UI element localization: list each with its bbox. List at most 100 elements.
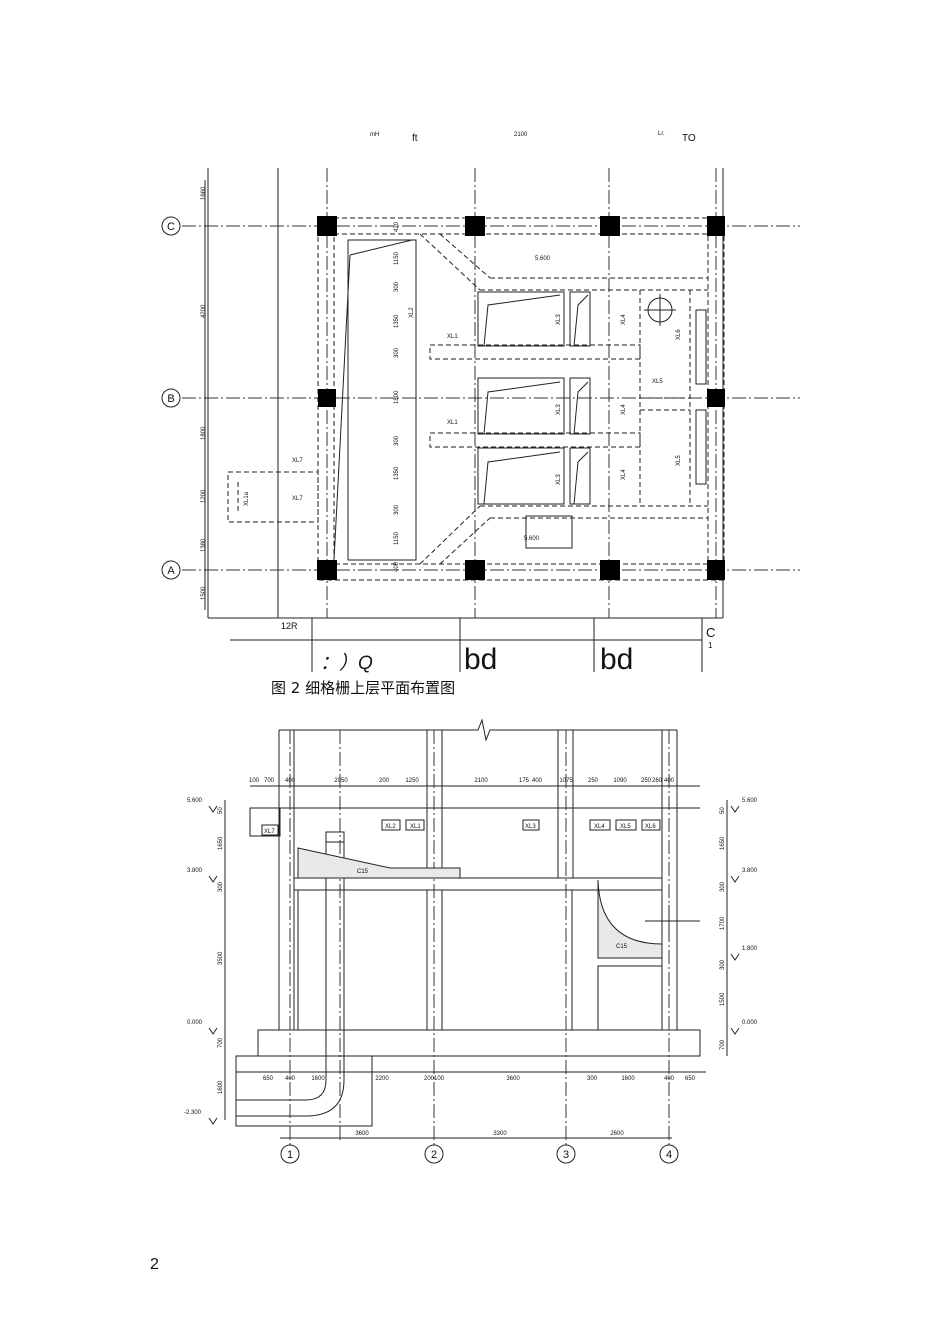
section-top-dim: 1075 — [559, 778, 573, 784]
section-left-vdim: 1600 — [218, 1080, 224, 1094]
plan-left-dim: 1200 — [201, 489, 207, 503]
section-top-dim: 175 — [519, 778, 530, 784]
section-bottom-dim: 400 — [285, 1076, 296, 1082]
section-bottom-dim: 200 — [424, 1076, 435, 1082]
section-axis-dim: 3300 — [493, 1131, 507, 1137]
level-left: 5.600 — [187, 798, 203, 804]
level-right: 5.600 — [742, 798, 758, 804]
beam-label: XL1a — [244, 491, 250, 506]
beam-label: XL6 — [676, 329, 682, 340]
section-beam: XL3 — [525, 824, 536, 830]
section-right-vdim: 1500 — [720, 992, 726, 1006]
beam-label: XL2 — [409, 307, 415, 318]
section-left-vdim: 700 — [218, 1037, 224, 1048]
axis-a-label: A — [167, 565, 175, 577]
beam-label: XL3 — [556, 314, 562, 325]
section-right-vdim: 300 — [720, 881, 726, 892]
section-top-dim: 1090 — [613, 778, 627, 784]
section-bottom-dim: 2200 — [375, 1076, 389, 1082]
section-top-dim: 700 — [264, 778, 275, 784]
section-top-dim: 400 — [285, 778, 296, 784]
plan-inner-dim: 300 — [394, 435, 400, 446]
plan-bottom-bd-1: bd — [464, 643, 498, 676]
top-label-to: TO — [682, 133, 696, 144]
beam-label: XL3 — [556, 404, 562, 415]
section-right-vdim: 50 — [720, 807, 726, 814]
beam-label: XL3 — [556, 474, 562, 485]
section-bottom-dim: 1600 — [311, 1076, 325, 1082]
plan-bottom-12r: 12R — [281, 621, 298, 631]
section-axis-4: 4 — [666, 1149, 672, 1161]
section-top-dim: 200 — [379, 778, 390, 784]
plan-inner-dim: 1150 — [394, 531, 400, 545]
section-beam: XL7 — [264, 829, 275, 835]
beam-label: XL7 — [292, 496, 303, 502]
concrete-label: C15 — [357, 869, 369, 875]
section-top-dim: 1250 — [405, 778, 419, 784]
plan-inner-dim: 1800 — [394, 390, 400, 404]
plan-left-dim: 1660 — [201, 186, 207, 200]
section-top-dim: 2050 — [334, 778, 348, 784]
top-label-mh: mH — [370, 132, 380, 138]
section-top-dim: 400 — [532, 778, 543, 784]
level-right: 0.000 — [742, 1020, 758, 1026]
section-axis-2: 2 — [431, 1149, 437, 1161]
axis-b-label: B — [167, 393, 174, 405]
section-right-vdim: 700 — [720, 1039, 726, 1050]
section-right-vdim: 300 — [720, 959, 726, 970]
section-top-dim: 250 — [641, 778, 652, 784]
page-number: 2 — [150, 1256, 159, 1273]
level-left: 3.800 — [187, 868, 203, 874]
beam-label: XL4 — [621, 404, 627, 415]
concrete-label: C15 — [616, 944, 628, 950]
section-left-vdim: 50 — [218, 807, 224, 814]
level-label: 5.600 — [524, 536, 540, 542]
plan-inner-dim: 1150 — [394, 251, 400, 265]
section-top-dim: 400 — [664, 778, 675, 784]
section-axis-3: 3 — [563, 1149, 569, 1161]
section-top-dim: 100 — [249, 778, 260, 784]
plan-left-dim: 1800 — [201, 426, 207, 440]
plan-left-dim: 4200 — [201, 304, 207, 318]
section-beam: XL4 — [594, 824, 605, 830]
plan-inner-dim: 420 — [394, 221, 400, 232]
figure-caption: 图 2 细格栅上层平面布置图 — [271, 679, 456, 697]
beam-label: XL1 — [447, 420, 458, 426]
section-axis-1: 1 — [287, 1149, 293, 1161]
plan-bottom-1: 1 — [708, 641, 713, 650]
plan-bottom-q: ：）Q — [320, 653, 373, 674]
plan-inner-dim: 1350 — [394, 314, 400, 328]
plan-bottom-bd-2: bd — [600, 643, 634, 676]
plan-left-dim: 1500 — [201, 586, 207, 600]
beam-label: XL4 — [621, 469, 627, 480]
level-right: 3.800 — [742, 868, 758, 874]
plan-inner-dim: 300 — [394, 504, 400, 515]
top-label-2100: 2100 — [514, 132, 528, 138]
beam-label: XL5 — [676, 455, 682, 466]
level-left: 0.000 — [187, 1020, 203, 1026]
section-bottom-dim: 650 — [263, 1076, 274, 1082]
section-bottom-dim: 100 — [434, 1076, 445, 1082]
section-left-vdim: 300 — [218, 881, 224, 892]
section-bottom-dim: 1600 — [621, 1076, 635, 1082]
section-bottom-dim: 300 — [587, 1076, 598, 1082]
beam-label: XL5 — [652, 379, 663, 385]
section-left-vdim: 1650 — [218, 836, 224, 850]
level-left: -2.300 — [184, 1110, 202, 1116]
section-top-dim: 2100 — [474, 778, 488, 784]
axis-c-label: C — [167, 221, 175, 233]
section-left-vdim: 3500 — [218, 951, 224, 965]
plan-bottom-c: C — [706, 625, 716, 640]
section-right-vdim: 1700 — [720, 916, 726, 930]
section-axis-dim: 2600 — [610, 1131, 624, 1137]
level-right: 1.800 — [742, 946, 758, 952]
section-top-dim: 260 — [652, 778, 663, 784]
beam-label: XL1 — [447, 334, 458, 340]
section-beam: XL5 — [620, 824, 631, 830]
plan-inner-dim: 400 — [394, 561, 400, 572]
section-bottom-dim: 3600 — [506, 1076, 520, 1082]
section-top-dim: 250 — [588, 778, 599, 784]
plan-inner-dim: 1350 — [394, 466, 400, 480]
